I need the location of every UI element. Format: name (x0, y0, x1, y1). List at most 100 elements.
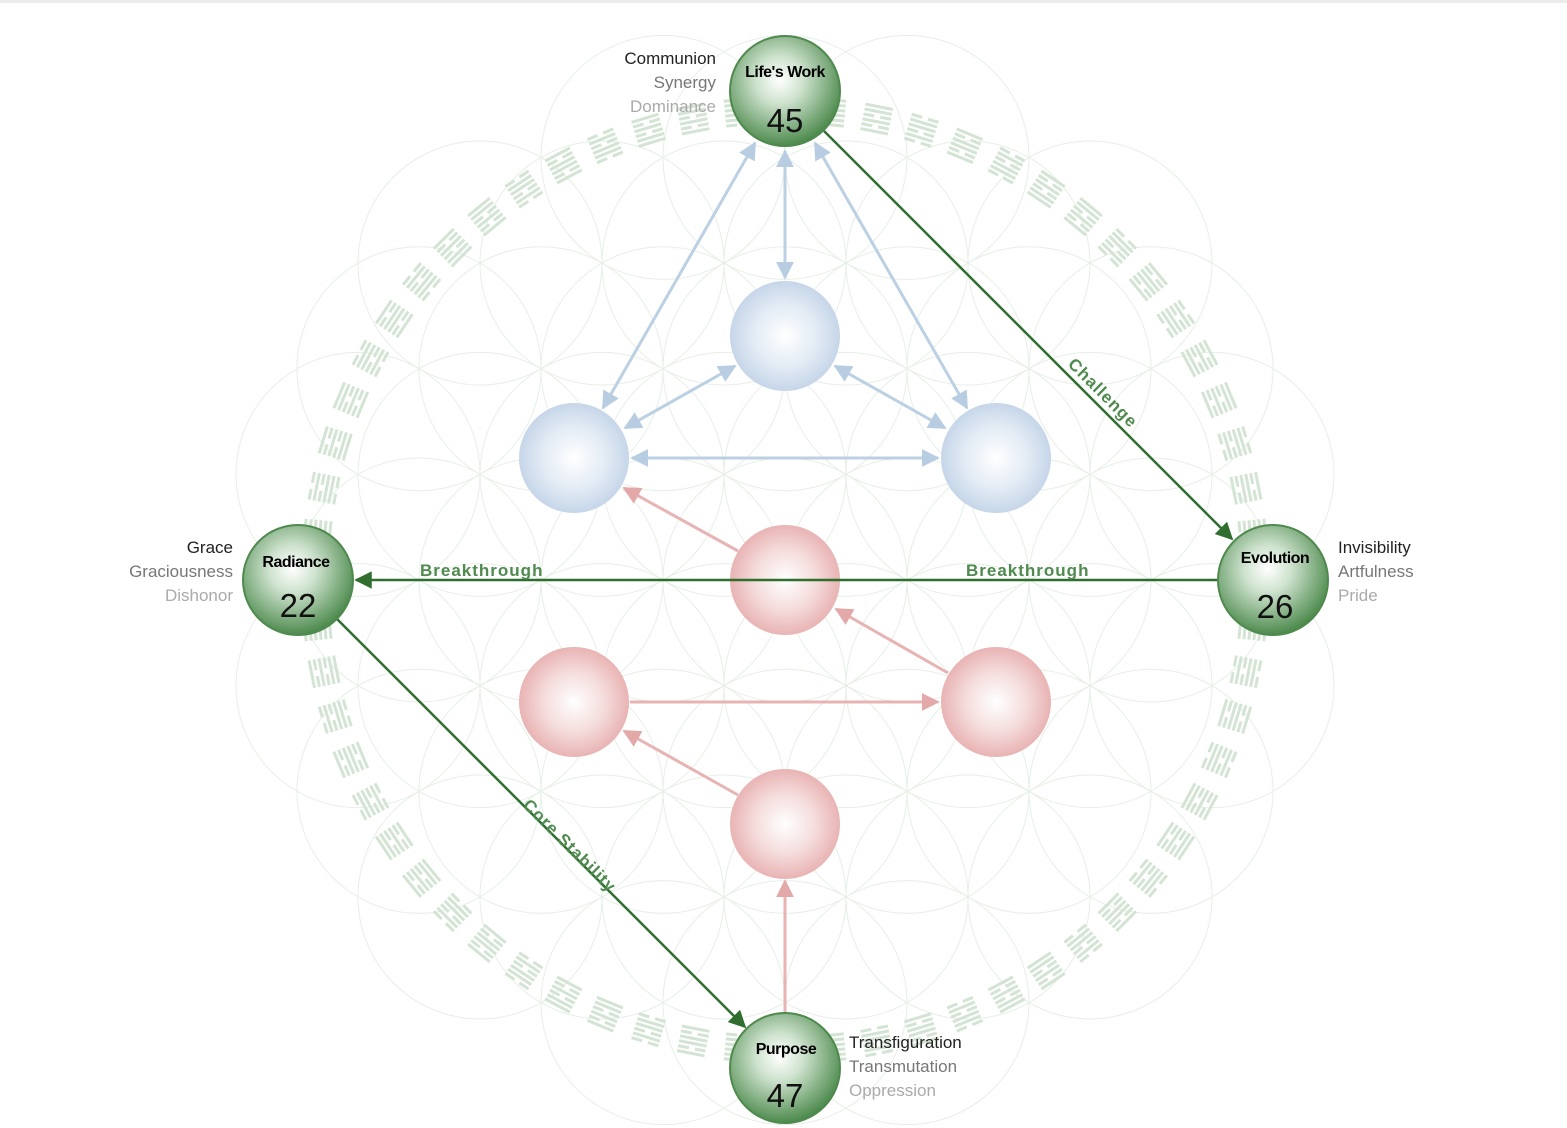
hexagram-glyph (317, 698, 353, 734)
red-sphere-bottom (730, 769, 840, 879)
hexagram-glyph (860, 1024, 894, 1058)
attribute-gift: Graciousness (129, 562, 233, 581)
red-sphere-right (941, 647, 1051, 757)
hexagram-glyph (987, 146, 1026, 185)
hexagram-glyph (1097, 892, 1138, 933)
attribute-gift: Transmutation (849, 1057, 957, 1076)
hexagram-glyph (432, 892, 473, 933)
hexagram-glyph (1026, 951, 1066, 991)
hexagram-glyph (1180, 782, 1219, 821)
sphere-label: Purpose (756, 1041, 817, 1058)
hexagram-glyph (586, 127, 624, 165)
blue-sphere-right (941, 403, 1051, 513)
blue-arrow-top-right (813, 141, 969, 410)
hexagram-glyph (1217, 426, 1253, 462)
hexagram-glyph (332, 741, 370, 779)
red-arrow-center-to-blue-left (622, 486, 739, 553)
challenge-arrow (823, 130, 1234, 541)
hexagram-glyph (946, 995, 984, 1033)
sphere-purpose[interactable]: Purpose 47 (729, 1012, 841, 1124)
hexagram-glyph (544, 146, 583, 185)
hexagram-glyph (351, 339, 390, 378)
attribute-shadow: Dominance (630, 97, 716, 116)
hexagram-glyph (467, 196, 507, 237)
hexagram-glyph (676, 1024, 710, 1058)
sphere-label: Radiance (262, 554, 330, 571)
sphere-lifes-work[interactable]: Life's Work 45 (729, 35, 841, 147)
red-sphere-left (519, 647, 629, 757)
attribute-shadow-gift-siddhi-1: Communion (624, 49, 716, 68)
gene-key-number: 45 (767, 102, 804, 139)
hexagram-glyph (903, 1012, 939, 1048)
hexagram-glyph (1128, 858, 1169, 898)
blue-sphere-top (730, 281, 840, 391)
hexagram-glyph (432, 227, 473, 268)
hexagram-glyph (631, 112, 667, 148)
hexagram-glyph (1200, 381, 1238, 419)
red-connections (622, 486, 949, 1013)
hexagram-glyph (374, 821, 414, 861)
gene-key-number: 47 (767, 1077, 804, 1114)
hexagram-glyph (401, 262, 442, 302)
hexagram-glyph (860, 102, 894, 136)
hexagram-ring (301, 96, 1269, 1064)
hexagram-glyph (467, 923, 507, 964)
gene-key-number: 26 (1257, 588, 1294, 625)
hexagram-glyph (1026, 169, 1066, 209)
attribute-siddhi: Grace (187, 538, 233, 557)
hexagram-glyph (317, 426, 353, 462)
sphere-label: Evolution (1241, 550, 1309, 567)
attribute-siddhi: Invisibility (1338, 538, 1411, 557)
attribute-shadow: Dishonor (165, 586, 233, 605)
pathway-label-core-stability: Core Stability (519, 795, 620, 896)
hexagram-glyph (351, 782, 390, 821)
hexagram-glyph (1229, 471, 1263, 505)
hexagram-glyph (1063, 923, 1103, 964)
hexagram-glyph (1156, 821, 1196, 861)
attribute-gift: Synergy (654, 73, 717, 92)
blue-arrow-center-left (623, 364, 737, 430)
sphere-evolution[interactable]: Evolution 26 (1217, 524, 1329, 636)
hexagram-glyph (586, 995, 624, 1033)
red-spheres (519, 525, 1051, 879)
hexagram-glyph (307, 471, 341, 505)
red-arrow-right-to-center (834, 607, 949, 675)
hexagram-glyph (1217, 698, 1253, 734)
hexagram-glyph (631, 1012, 667, 1048)
hexagram-glyph (401, 858, 442, 898)
hexagram-glyph (544, 975, 583, 1014)
sphere-label: Life's Work (745, 64, 825, 81)
hexagram-glyph (504, 951, 544, 991)
hexagram-glyph (1200, 741, 1238, 779)
blue-arrow-center-right (833, 364, 947, 430)
hexagram-glyph (332, 381, 370, 419)
blue-spheres (519, 281, 1051, 513)
diagram-canvas: Challenge Breakthrough Breakthrough Core… (129, 34, 1414, 1126)
hexagram-glyph (374, 299, 414, 339)
sphere-radiance[interactable]: Radiance 22 (242, 524, 354, 636)
hexagram-glyph (1128, 262, 1169, 302)
hexagram-glyph (946, 127, 984, 165)
core-stability-arrow (336, 618, 747, 1029)
hexagram-glyph (1156, 299, 1196, 339)
gene-key-number: 22 (280, 587, 317, 624)
hexagram-glyph (1063, 196, 1103, 237)
attribute-shadow: Oppression (849, 1081, 936, 1100)
hexagram-glyph (307, 655, 341, 689)
pathway-label-breakthrough-left: Breakthrough (420, 561, 543, 580)
attribute-siddhi: Transfiguration (849, 1033, 962, 1052)
hexagram-glyph (987, 975, 1026, 1014)
hexagram-glyph (1229, 655, 1263, 689)
active-pathways (336, 130, 1234, 1029)
hexagram-glyph (1097, 227, 1138, 268)
hexagram-glyph (504, 169, 544, 209)
blue-sphere-left (519, 403, 629, 513)
hexagram-glyph (903, 112, 939, 148)
blue-connections (601, 141, 969, 467)
hexagram-glyph (676, 102, 710, 136)
blue-arrow-top-left (601, 141, 757, 410)
red-arrow-bottom-to-left (622, 729, 739, 797)
hexagram-glyph (1180, 339, 1219, 378)
attribute-gift: Artfulness (1338, 562, 1414, 581)
